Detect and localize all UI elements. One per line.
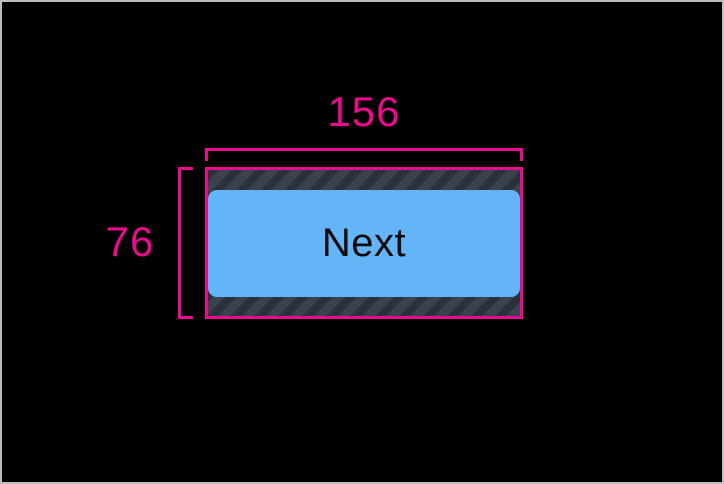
next-button[interactable]: Next	[208, 190, 520, 297]
height-measurement-bracket	[178, 167, 193, 319]
selected-widget-outline: Next	[205, 167, 523, 319]
height-dimension-label: 76	[105, 218, 155, 265]
width-measurement-bracket	[205, 148, 523, 161]
width-dimension-label: 156	[327, 88, 401, 135]
